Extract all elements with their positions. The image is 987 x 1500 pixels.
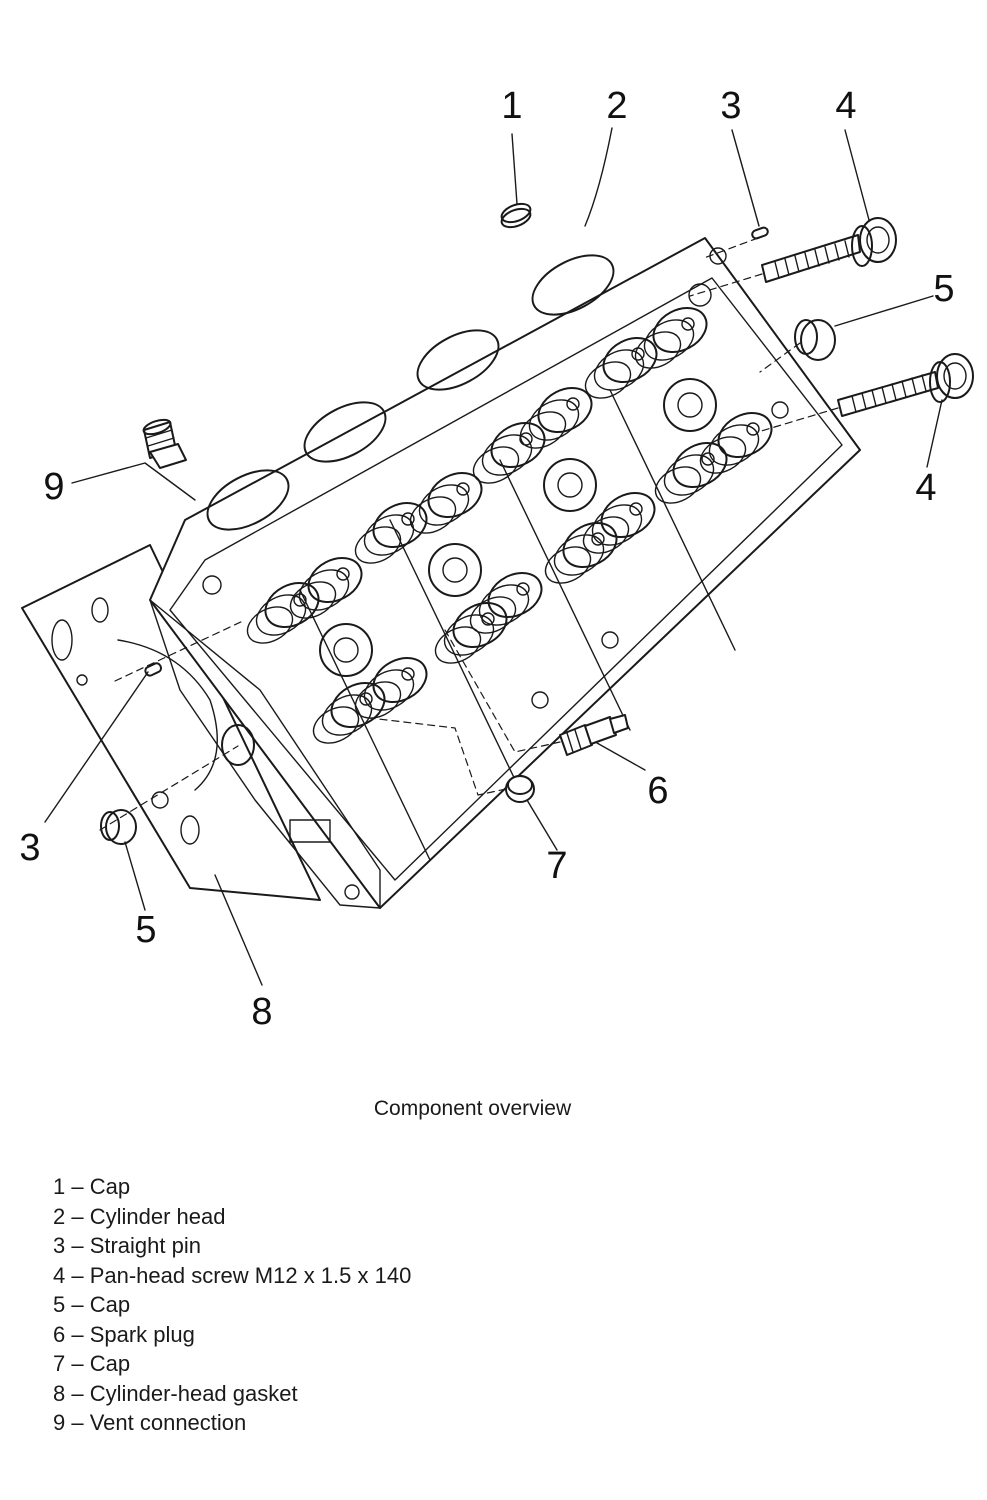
legend-item: 4 – Pan-head screw M12 x 1.5 x 140 [53,1262,412,1288]
valve-springs [246,306,773,744]
callout-3-top: 3 [720,85,741,127]
callout-5-bottom: 5 [135,909,156,951]
cylinder-head-gasket [21,544,321,901]
cap-part-1 [500,202,532,229]
legend-item: 9 – Vent connection [53,1410,247,1435]
cap-part-5-top [794,319,836,361]
legend-item: 5 – Cap [53,1292,131,1317]
leader-lines [44,127,943,986]
timing-cover-section [149,599,381,909]
callout-labels: 1 2 3 4 5 4 9 3 5 8 7 6 [19,85,954,1033]
cylinder-head [149,237,861,909]
legend-item: 1 – Cap [53,1174,131,1199]
callout-1: 1 [501,85,522,127]
vent-connection [142,418,187,469]
spark-plug [559,714,629,756]
cylinder-head-exploded-diagram: 1 2 3 4 5 4 9 3 5 8 7 6 [19,85,974,1033]
callout-5-top: 5 [933,268,954,310]
callout-2: 2 [606,85,627,127]
figure-caption: Component overview [373,1097,572,1120]
legend-item: 7 – Cap [53,1351,131,1376]
callout-3-left: 3 [19,827,40,869]
parts-legend: 1 – Cap 2 – Cylinder head 3 – Straight p… [53,1172,411,1438]
callout-7: 7 [546,845,567,887]
cap-part-7 [505,775,535,803]
callout-4-top: 4 [835,85,856,127]
legend-item: 8 – Cylinder-head gasket [53,1380,298,1406]
callout-6: 6 [647,770,668,812]
cap-part-5-bottom [100,809,137,845]
pan-head-screw-right [837,353,974,417]
legend-item: 2 – Cylinder head [53,1203,226,1229]
callout-8: 8 [251,991,272,1033]
straight-pin-top [751,226,769,240]
callout-9: 9 [43,466,64,508]
callout-4-right: 4 [915,467,936,509]
assembly-lines [99,237,839,831]
pan-head-screw-top [761,217,897,283]
legend-item: 6 – Spark plug [53,1321,195,1347]
straight-pin-left [144,662,163,677]
legend-item: 3 – Straight pin [53,1233,201,1258]
